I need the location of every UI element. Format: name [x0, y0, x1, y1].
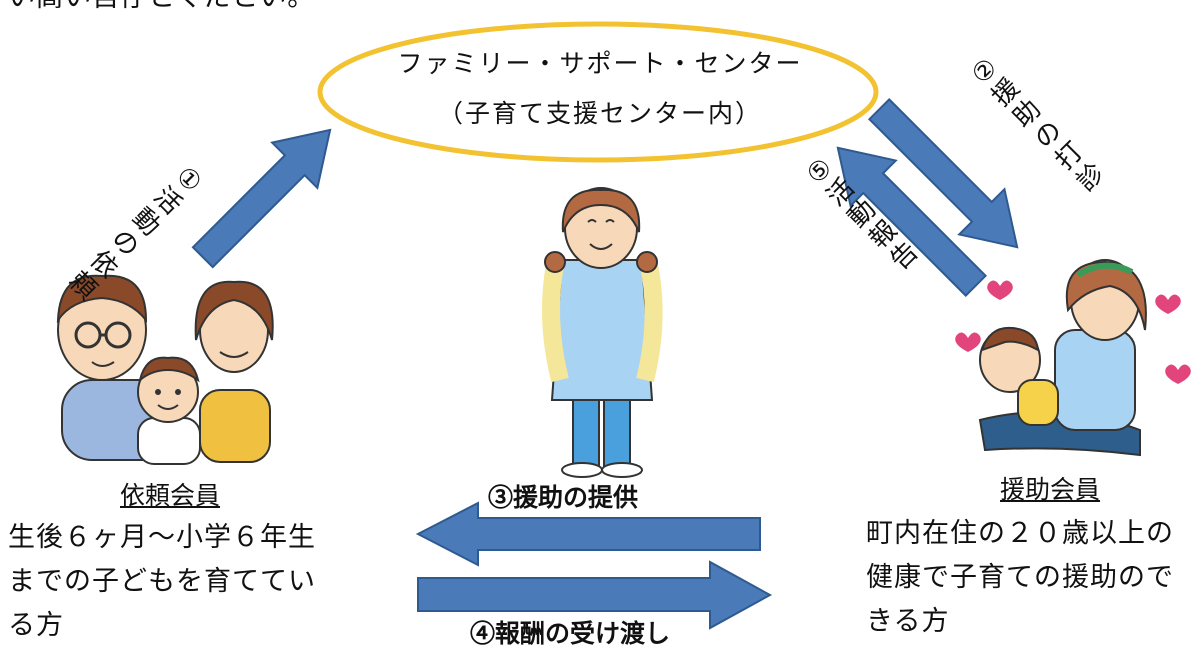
- requester-line: 生後６ヶ月～小学６年生: [8, 522, 316, 553]
- center-title: ファミリー・サポート・センター: [397, 49, 803, 78]
- helper-title: 援助会員: [1000, 475, 1101, 504]
- arrow-provide: [415, 501, 761, 567]
- requester-title: 依頼会員: [120, 481, 221, 510]
- arrow-report: [836, 146, 988, 298]
- helper-line: 町内在住の２０歳以上の: [866, 518, 1174, 549]
- center-subtitle: （子育て支援センター内）: [437, 99, 762, 128]
- center-ellipse: [317, 21, 879, 163]
- step4-label: ④報酬の受け渡し: [470, 619, 671, 648]
- step3-label: ③援助の提供: [488, 483, 639, 512]
- helper-line: きる方: [866, 606, 950, 637]
- hearts: [955, 280, 1191, 384]
- helper-illustration: [978, 259, 1147, 457]
- arrow-inquiry: [867, 97, 1019, 249]
- family-illustration: [56, 274, 274, 465]
- requester-description: 生後６ヶ月～小学６年生 までの子どもを育ててい る方: [8, 516, 316, 648]
- helper-line: 健康で子育ての援助ので: [866, 562, 1174, 593]
- requester-line: る方: [8, 610, 64, 641]
- arrow-payment: [417, 560, 773, 630]
- requester-line: までの子どもを育ててい: [8, 566, 316, 597]
- arrow-request: [191, 128, 332, 269]
- supporter-illustration: [542, 187, 663, 478]
- helper-description: 町内在住の２０歳以上の 健康で子育ての援助ので きる方: [866, 512, 1174, 644]
- top-cropped-text: い高い自仔とくたとい。: [8, 0, 315, 20]
